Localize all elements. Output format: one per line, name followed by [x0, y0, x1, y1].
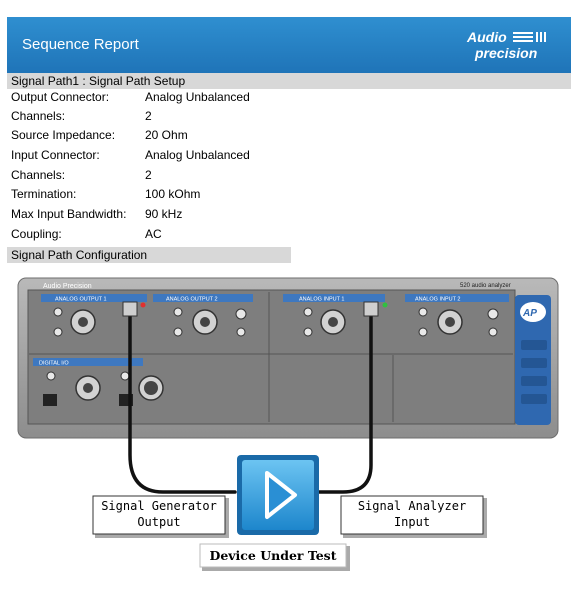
- logo-text-top: Audio: [466, 29, 507, 45]
- device-under-test-caption: Device Under Test: [199, 543, 350, 571]
- setting-label: Channels:: [11, 168, 66, 182]
- report-header: Sequence Report Audio precision: [7, 17, 571, 73]
- setting-label: Output Connector:: [11, 90, 110, 104]
- setting-value: 2: [145, 168, 152, 182]
- audio-precision-logo: Audio precision: [466, 29, 546, 61]
- panel-label: ANALOG INPUT 1: [299, 297, 344, 303]
- setting-value: 90 kHz: [145, 207, 183, 221]
- analyzer-instrument: Audio Precision 520 audio analyzer ANALO…: [17, 277, 559, 439]
- instrument-model: 520 audio analyzer: [460, 283, 511, 289]
- ap-badge: AP: [522, 308, 537, 319]
- setting-value: Analog Unbalanced: [145, 148, 250, 162]
- signal-cables: [128, 310, 373, 494]
- setting-label: Coupling:: [11, 227, 62, 241]
- setting-value: AC: [145, 227, 162, 241]
- play-triangle-icon: [265, 471, 297, 519]
- instrument-brand: Audio Precision: [43, 283, 92, 290]
- signal-generator-line2: Output: [137, 515, 180, 529]
- panel-label: DIGITAL I/O: [39, 361, 69, 367]
- setting-value: 2: [145, 109, 152, 123]
- setting-label: Channels:: [11, 109, 66, 123]
- signal-analyzer-line2: Input: [394, 515, 430, 529]
- setting-value: Analog Unbalanced: [145, 90, 250, 104]
- signal-generator-label: Signal Generator Output: [92, 495, 229, 538]
- panel-label: ANALOG OUTPUT 2: [166, 297, 218, 303]
- setting-value: 20 Ohm: [145, 128, 188, 142]
- setting-label: Source Impedance:: [11, 128, 116, 142]
- signal-path-setup-bar: Signal Path1 : Signal Path Setup: [7, 73, 571, 89]
- setting-label: Max Input Bandwidth:: [11, 207, 127, 221]
- signal-analyzer-line1: Signal Analyzer: [358, 499, 466, 513]
- logo-text-bottom: precision: [474, 45, 537, 61]
- report-title: Sequence Report: [22, 36, 139, 53]
- signal-path-configuration-bar: Signal Path Configuration: [7, 247, 291, 263]
- signal-generator-line1: Signal Generator: [101, 499, 217, 513]
- signal-analyzer-label: Signal Analyzer Input: [340, 495, 487, 538]
- signal-path-configuration-title: Signal Path Configuration: [11, 248, 148, 262]
- signal-path-diagram: Audio Precision 520 audio analyzer ANALO…: [17, 277, 559, 571]
- setting-label: Termination:: [11, 187, 77, 201]
- setting-value: 100 kOhm: [145, 187, 201, 201]
- panel-label: ANALOG OUTPUT 1: [55, 297, 107, 303]
- device-under-test: [237, 455, 319, 535]
- panel-label: ANALOG INPUT 2: [415, 297, 460, 303]
- signal-path-setup-title: Signal Path1 : Signal Path Setup: [11, 74, 186, 88]
- setting-label: Input Connector:: [11, 148, 100, 162]
- device-under-test-label: Device Under Test: [210, 548, 337, 563]
